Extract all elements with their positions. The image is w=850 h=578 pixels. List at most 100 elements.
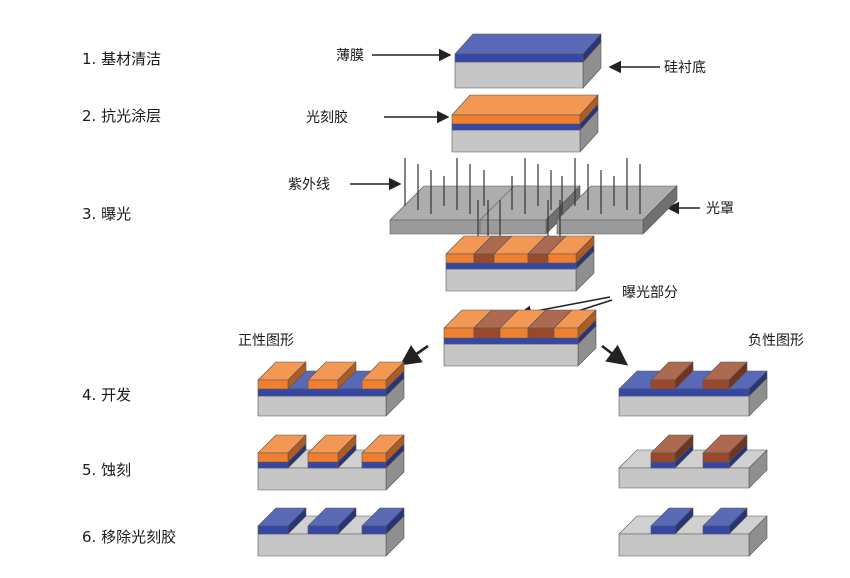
photoresist-block-3: [361, 361, 405, 390]
film-block-2: [307, 507, 357, 535]
film-block-1-front: [257, 461, 289, 469]
photoresist-seg-5: [553, 309, 597, 339]
photomask-right-front: [556, 219, 644, 235]
exposed-resist-block-2: [702, 361, 748, 390]
negative-step-6: [618, 507, 768, 557]
wafer-blocks: [257, 33, 768, 557]
negative-pattern-label: 负性图形: [748, 333, 804, 349]
photoresist-seg-1-front: [445, 253, 475, 264]
film-block-1: [650, 507, 694, 535]
thin-film-top: [618, 370, 768, 390]
thin-film: [618, 370, 768, 397]
photoresist-seg-5: [547, 235, 595, 264]
thin-film-label: 薄膜: [336, 48, 364, 64]
substrate-front: [451, 129, 581, 153]
film-block-2-front: [702, 461, 730, 469]
substrate-front: [443, 343, 579, 367]
thin-film: [454, 33, 602, 63]
photoresist-seg-5-front: [547, 253, 577, 264]
step-2-label: 2. 抗光涂层: [82, 107, 161, 125]
substrate: [618, 449, 768, 489]
positive-step-6: [257, 507, 405, 557]
step-3-masks: [389, 185, 678, 235]
photoresist-block-2: [307, 434, 357, 463]
substrate-front: [257, 395, 387, 417]
negative-step-5: [618, 434, 768, 489]
substrate-front: [454, 61, 584, 89]
negative-step-4: [618, 361, 768, 417]
photoresist-block-2-front: [307, 452, 339, 463]
photoresist-front: [451, 114, 581, 125]
photoresist-block-3-front: [361, 452, 387, 463]
thin-film-front: [257, 388, 387, 397]
photoresist: [451, 94, 599, 125]
substrate-front: [445, 268, 577, 292]
photoresist-block-1: [257, 434, 307, 463]
positive-pattern-label: 正性图形: [238, 333, 294, 349]
step-3-wafer: [445, 235, 595, 292]
film-block-2-front: [307, 461, 339, 469]
step-3-label: 3. 曝光: [82, 205, 131, 223]
step-5-label: 5. 蚀刻: [82, 461, 131, 479]
film-block-3-front: [361, 461, 387, 469]
exposed-resist-block-2: [702, 434, 748, 463]
exposed-resist-block-1: [650, 361, 694, 390]
photoresist-label: 光刻胶: [306, 109, 348, 126]
film-block-2-front: [307, 525, 339, 535]
photoresist-block-1: [257, 361, 307, 390]
film-block-2: [702, 507, 748, 535]
photomask-right: [556, 185, 678, 235]
branch-arrows: [399, 344, 629, 366]
step-2-wafer: [451, 94, 599, 153]
positive-step-4: [257, 361, 405, 417]
uv-light-label: 紫外线: [288, 177, 330, 193]
photoresist-block-2-front: [307, 379, 339, 390]
film-block-1-front: [650, 461, 676, 469]
photoresist-top: [451, 94, 599, 116]
photoresist-seg-4-front: [527, 327, 555, 339]
substrate-front: [257, 467, 387, 491]
substrate-front: [618, 467, 750, 489]
thin-film-front: [443, 337, 579, 345]
substrate-front: [618, 533, 750, 557]
step-4-label: 4. 开发: [82, 386, 131, 404]
photoresist-block-2: [307, 361, 357, 390]
silicon-substrate-label: 硅衬底: [664, 60, 706, 76]
positive-branch-arrow: [399, 344, 429, 366]
exposed-part-label: 曝光部分: [622, 285, 678, 301]
step-1-wafer: [454, 33, 602, 89]
photoresist-seg-2-front: [473, 253, 495, 264]
photoresist-seg-5-front: [553, 327, 579, 339]
positive-step-5: [257, 434, 405, 491]
thin-film-front: [618, 388, 750, 397]
photoresist-block-1-front: [257, 452, 289, 463]
photomask-middle-front: [479, 219, 547, 235]
thin-film-front: [451, 123, 581, 131]
film-block-2-front: [702, 525, 730, 535]
photomask-middle: [479, 185, 581, 235]
photoresist-block-3: [361, 434, 405, 463]
photoresist-block-3-front: [361, 379, 387, 390]
exposed-resist-block-1-front: [650, 379, 676, 390]
photomask-label: 光罩: [706, 201, 734, 217]
exposed-resist-block-2-front: [702, 379, 730, 390]
film-block-1-front: [257, 525, 289, 535]
substrate: [618, 515, 768, 557]
step-3-exposed-wafer: [443, 309, 597, 367]
photoresist-seg-1-front: [443, 327, 475, 339]
exposed-resist-block-2-front: [702, 452, 730, 463]
exposed-resist-block-1: [650, 434, 694, 463]
exposed-resist-block-1-front: [650, 452, 676, 463]
substrate-top: [618, 449, 768, 469]
substrate-top: [618, 515, 768, 535]
film-block-1-front: [650, 525, 676, 535]
negative-branch-arrow: [601, 344, 629, 366]
substrate-front: [618, 395, 750, 417]
film-block-3-front: [361, 525, 387, 535]
step-6-label: 6. 移除光刻胶: [82, 528, 176, 546]
photoresist-seg-3-front: [499, 327, 529, 339]
photoresist-seg-3-front: [493, 253, 529, 264]
film-block-1: [257, 507, 307, 535]
thin-film-front: [445, 262, 577, 270]
